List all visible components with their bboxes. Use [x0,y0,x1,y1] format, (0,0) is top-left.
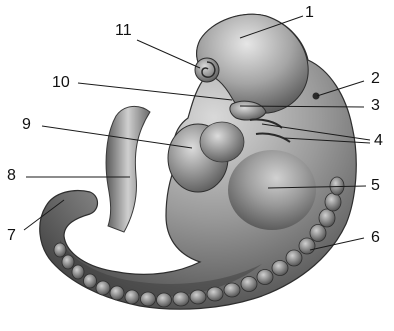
connecting-stalk [106,106,150,232]
leader-line-11 [137,40,200,68]
label-7: 7 [7,228,16,244]
label-10: 10 [52,75,70,91]
label-11: 11 [115,23,132,39]
trunk-bulge [228,150,316,230]
label-9: 9 [22,117,31,133]
heart-upper-bulge [200,122,244,162]
label-4: 4 [374,133,383,149]
label-3: 3 [371,98,380,114]
label-2: 2 [371,71,380,87]
label-6: 6 [371,230,380,246]
label-8: 8 [7,168,16,184]
label-5: 5 [371,178,380,194]
label-1: 1 [305,5,314,21]
